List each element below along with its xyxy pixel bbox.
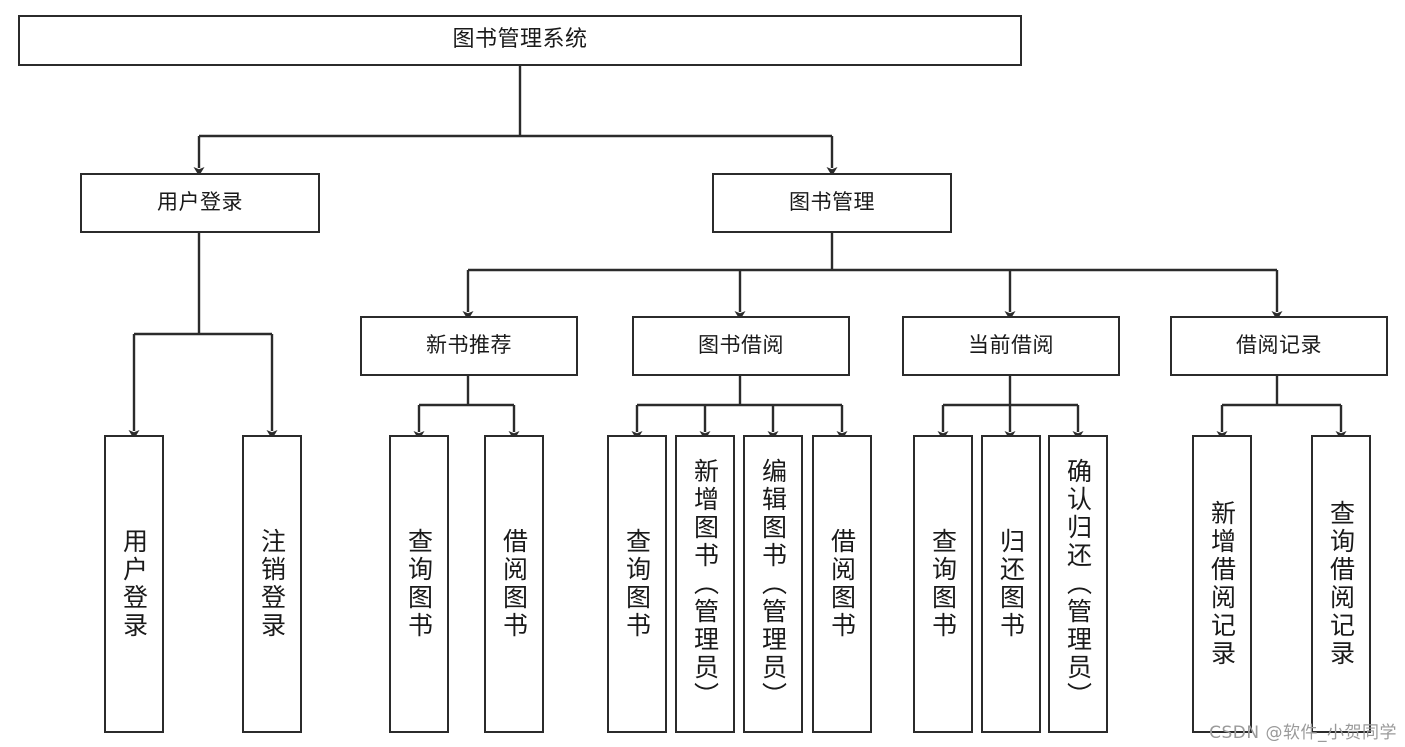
node-leaf-borrow-book-1[interactable]: 借阅图书 — [484, 435, 544, 733]
node-leaf-borrow-book-1-label: 借阅图书 — [499, 528, 529, 640]
node-user-login-label: 用户登录 — [157, 190, 243, 215]
node-borrow-record-label: 借阅记录 — [1236, 333, 1322, 358]
node-leaf-confirm-return[interactable]: 确认归还（管理员） — [1048, 435, 1108, 733]
node-leaf-add-record-label: 新增借阅记录 — [1207, 500, 1237, 668]
node-leaf-add-book-label: 新增图书（管理员） — [690, 458, 720, 710]
node-book-borrow-label: 图书借阅 — [698, 333, 784, 358]
node-leaf-query-book-1-label: 查询图书 — [404, 528, 434, 640]
node-leaf-borrow-book-2[interactable]: 借阅图书 — [812, 435, 872, 733]
node-leaf-return-book[interactable]: 归还图书 — [981, 435, 1041, 733]
node-new-book-rec[interactable]: 新书推荐 — [360, 316, 578, 376]
node-leaf-query-book-1[interactable]: 查询图书 — [389, 435, 449, 733]
node-leaf-user-login-label: 用户登录 — [119, 528, 149, 640]
node-leaf-add-record[interactable]: 新增借阅记录 — [1192, 435, 1252, 733]
node-leaf-logout-label: 注销登录 — [257, 528, 287, 640]
node-book-borrow[interactable]: 图书借阅 — [632, 316, 850, 376]
node-leaf-logout[interactable]: 注销登录 — [242, 435, 302, 733]
node-root-label: 图书管理系统 — [452, 27, 588, 53]
node-current-borrow[interactable]: 当前借阅 — [902, 316, 1120, 376]
node-leaf-query-record-label: 查询借阅记录 — [1326, 500, 1356, 668]
node-leaf-confirm-return-label: 确认归还（管理员） — [1063, 458, 1093, 710]
node-leaf-query-book-2-label: 查询图书 — [622, 528, 652, 640]
node-leaf-query-record[interactable]: 查询借阅记录 — [1311, 435, 1371, 733]
node-leaf-query-book-2[interactable]: 查询图书 — [607, 435, 667, 733]
node-leaf-edit-book-label: 编辑图书（管理员） — [758, 458, 788, 710]
node-leaf-user-login[interactable]: 用户登录 — [104, 435, 164, 733]
node-new-book-rec-label: 新书推荐 — [426, 333, 512, 358]
node-leaf-edit-book[interactable]: 编辑图书（管理员） — [743, 435, 803, 733]
watermark-text: CSDN @软件_小贺同学 — [1209, 723, 1397, 743]
node-leaf-query-book-3[interactable]: 查询图书 — [913, 435, 973, 733]
node-borrow-record[interactable]: 借阅记录 — [1170, 316, 1388, 376]
node-user-login[interactable]: 用户登录 — [80, 173, 320, 233]
node-leaf-add-book[interactable]: 新增图书（管理员） — [675, 435, 735, 733]
node-book-manage[interactable]: 图书管理 — [712, 173, 952, 233]
node-root[interactable]: 图书管理系统 — [18, 15, 1022, 66]
node-leaf-query-book-3-label: 查询图书 — [928, 528, 958, 640]
node-current-borrow-label: 当前借阅 — [968, 333, 1054, 358]
node-leaf-borrow-book-2-label: 借阅图书 — [827, 528, 857, 640]
node-book-manage-label: 图书管理 — [789, 190, 875, 215]
node-leaf-return-book-label: 归还图书 — [996, 528, 1026, 640]
